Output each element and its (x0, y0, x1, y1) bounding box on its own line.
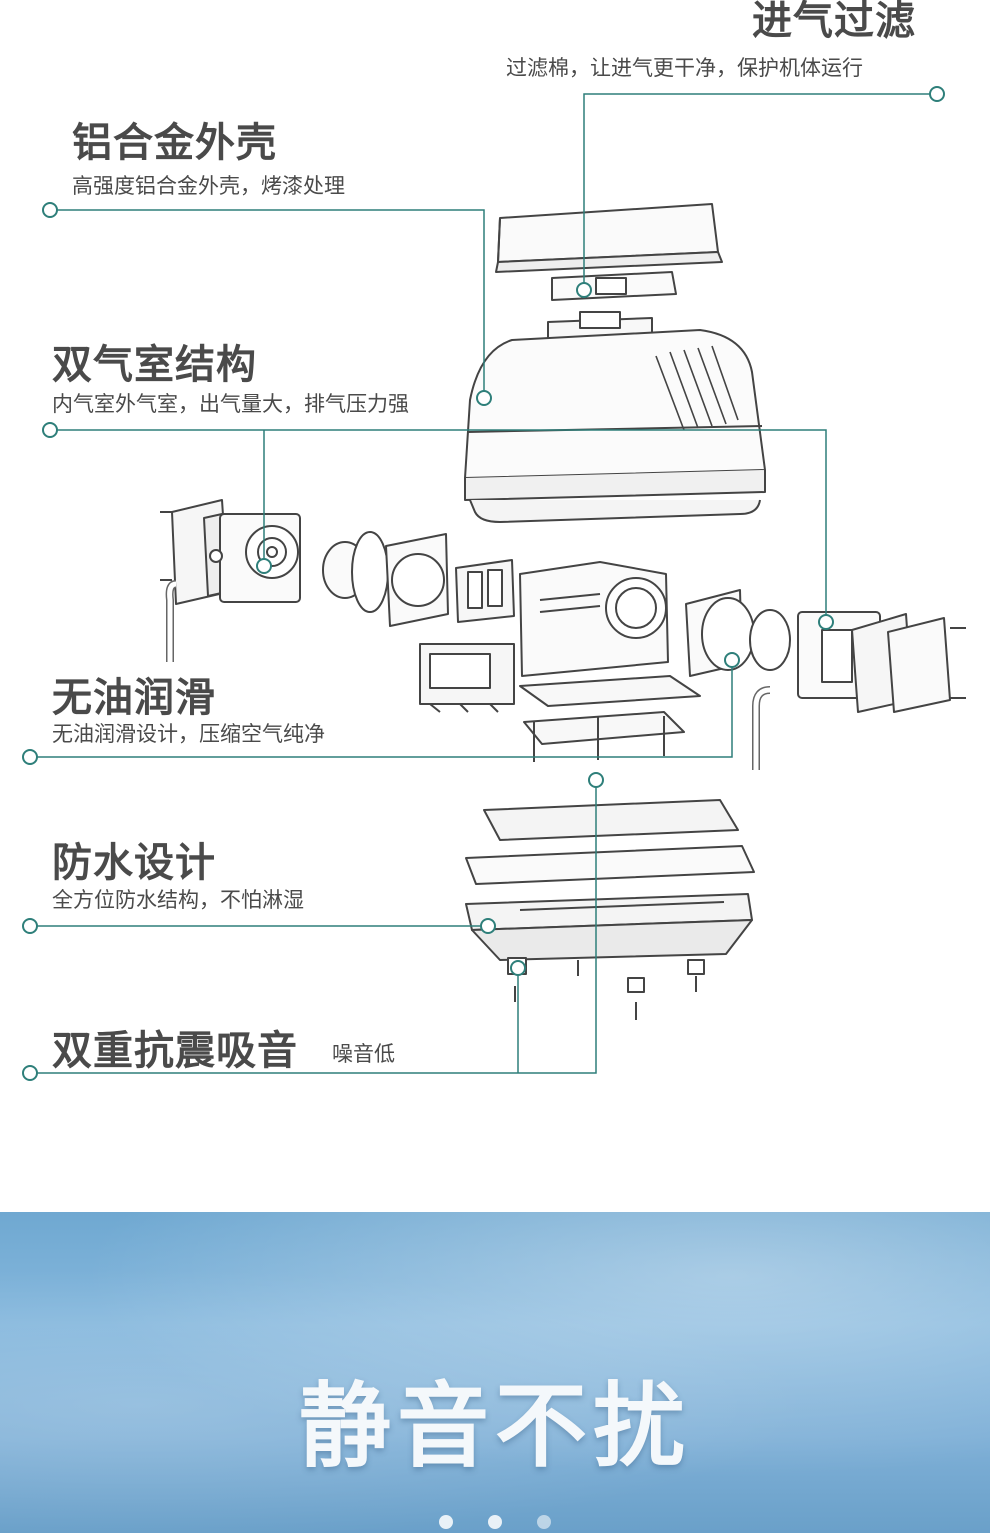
filter-cover (495, 203, 723, 273)
carousel-pager (0, 1514, 990, 1533)
leader-line-chamber (50, 429, 827, 622)
aluminum-housing (464, 311, 766, 523)
leader-line-shock (30, 780, 597, 1074)
pager-dot-3[interactable] (537, 1515, 552, 1529)
callout-note-shock: 噪音低 (332, 1042, 395, 1066)
marker-oilfree-point (724, 652, 740, 668)
callout-title-shock: 双重抗震吸音 (52, 1028, 298, 1074)
transformer (419, 643, 515, 713)
right-diaphragm (685, 589, 791, 677)
callout-title-waterproof: 防水设计 (52, 840, 216, 886)
marker-chamber-left-point (256, 558, 272, 574)
callout-title-chamber: 双气室结构 (52, 342, 257, 388)
marker-waterproof-end (22, 918, 38, 934)
leader-line-shell (50, 209, 485, 398)
rubber-feet (507, 957, 705, 1020)
filter-sponge (551, 271, 677, 301)
waterproof-tray (465, 799, 755, 961)
marker-shell-end (42, 202, 58, 218)
marker-oilfree-end (22, 749, 38, 765)
exploded-pump-illustration (22, 86, 966, 1081)
leader-line-intake (583, 93, 937, 290)
marker-waterproof-point (480, 918, 496, 934)
left-diaphragm (322, 531, 515, 627)
slogan-banner: 静音不扰 (0, 1212, 990, 1533)
marker-chamber-point (818, 614, 834, 630)
left-chamber (160, 499, 301, 662)
callout-desc-chamber: 内气室外气室，出气量大，排气压力强 (52, 392, 409, 416)
callout-desc-intake: 过滤棉，让进气更干净，保护机体运行 (506, 56, 863, 80)
callout-desc-waterproof: 全方位防水结构，不怕淋湿 (52, 888, 304, 912)
callout-title-intake: 进气过滤 (752, 0, 916, 44)
callout-desc-shell: 高强度铝合金外壳，烤漆处理 (72, 174, 345, 198)
marker-chamber-end (42, 422, 58, 438)
callout-title-oilfree: 无油润滑 (52, 675, 216, 721)
marker-intake-point (576, 282, 592, 298)
leader-line-oilfree (30, 660, 733, 758)
motor-core (519, 561, 669, 677)
marker-intake-end (929, 86, 945, 102)
marker-shock-end (22, 1065, 38, 1081)
pager-dot-2[interactable] (488, 1515, 502, 1529)
base-board (519, 675, 701, 762)
right-chamber (752, 611, 966, 770)
callout-desc-oilfree: 无油润滑设计，压缩空气纯净 (52, 722, 325, 746)
banner-slogan: 静音不扰 (298, 1373, 691, 1480)
marker-shell-point (476, 390, 492, 406)
marker-shock-foot-point (510, 960, 526, 976)
callout-title-shell: 铝合金外壳 (72, 120, 277, 166)
marker-shock-point (588, 772, 604, 788)
pager-dot-1[interactable] (438, 1515, 453, 1529)
